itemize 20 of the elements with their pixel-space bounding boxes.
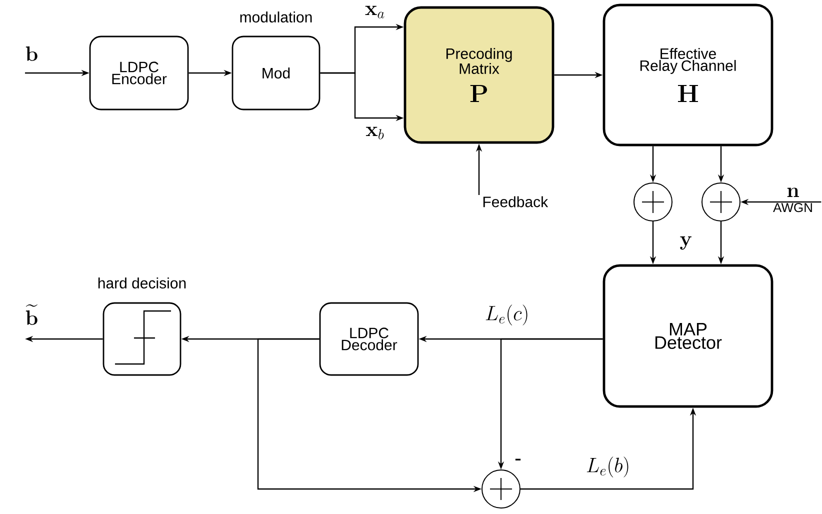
precoding-box: Precoding Matrix $\mathbf{P}$ <box>404 6 554 144</box>
adder-circle <box>702 182 740 222</box>
signal-label: $\mathbf{y}$ <box>680 236 692 250</box>
detector-box: MAP Detector <box>602 264 774 408</box>
node-label: hard decision <box>98 278 186 288</box>
noise-label: $\mathbf{n}$ AWGN <box>773 188 812 212</box>
edge-label: $\mathbf{x}_b$ <box>364 126 386 140</box>
input-symbol: $\mathbf{b}$ <box>26 46 38 61</box>
node-label: modulation <box>240 12 312 22</box>
edge-label: $L_e(b)$ <box>584 456 632 478</box>
output-symbol: $\widetilde{\mathbf{b}}$ <box>26 304 38 325</box>
decoder-box: LDPC Decoder <box>319 302 419 376</box>
feedback-label: Feedback <box>483 196 548 208</box>
edge-label: $\mathbf{x}_a$ <box>364 4 386 20</box>
encoder-box: LDPC Encoder <box>89 36 189 110</box>
modulator-box: Mod <box>232 36 320 110</box>
minus-sign: - <box>515 458 521 460</box>
edge-label: $L_e(c)$ <box>484 304 530 326</box>
adder-circle <box>634 182 672 222</box>
channel-box: Effective Relay Channel $\mathbf{H}$ <box>602 4 774 146</box>
